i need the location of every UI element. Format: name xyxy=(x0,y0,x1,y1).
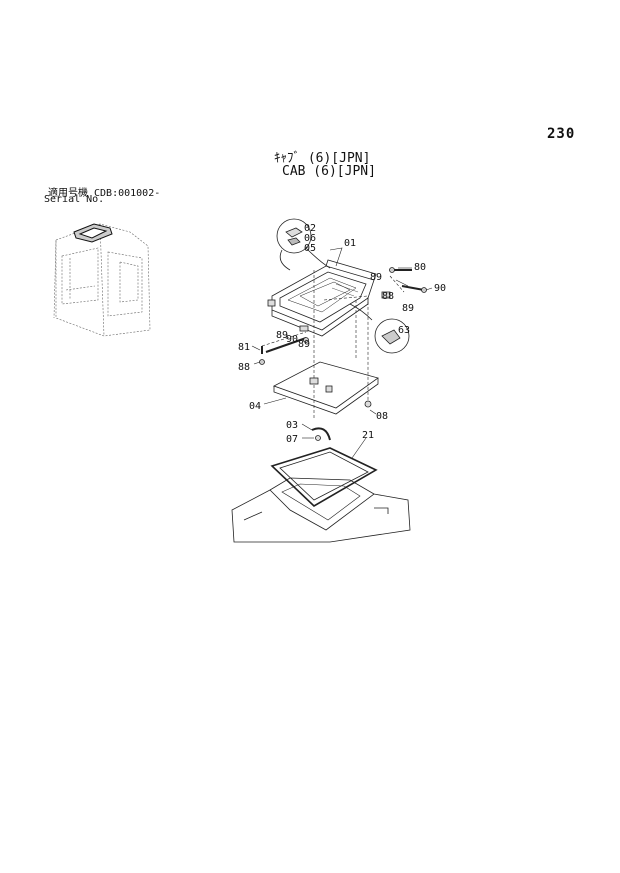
cab-roof-body xyxy=(231,477,411,543)
part-label-06: 06 xyxy=(304,233,316,244)
title-english: CAB (6)[JPN] xyxy=(282,164,376,179)
part-label-89-right-b: 89 xyxy=(402,303,414,314)
roof-hatch-frame xyxy=(267,259,391,337)
part-label-81: 81 xyxy=(238,342,250,353)
overview-cab-illustration xyxy=(53,223,151,337)
part-label-89-left-b: 89 xyxy=(298,339,310,350)
part-label-89-left-a: 89 xyxy=(276,330,288,341)
part-label-63: 63 xyxy=(398,325,410,336)
part-label-80: 80 xyxy=(414,262,426,273)
part-label-88-left: 88 xyxy=(238,362,250,373)
serial-label-japanese: 適用号機 CDB:001002- xyxy=(48,188,161,199)
part-label-90-left: 90 xyxy=(286,334,298,345)
part-label-08: 08 xyxy=(376,411,388,422)
hatch-inner-plate xyxy=(273,361,379,415)
serial-label-english: Serial No. xyxy=(44,194,105,205)
part-label-04: 04 xyxy=(249,401,261,412)
part-label-07: 07 xyxy=(286,434,298,445)
part-label-89-right-a: 89 xyxy=(370,272,382,283)
gas-strut-left xyxy=(259,337,309,365)
overview-hatch-highlight xyxy=(73,223,113,243)
detail-circle-latch xyxy=(374,318,410,354)
part-label-03: 03 xyxy=(286,420,298,431)
part-label-88-right: 88 xyxy=(382,291,394,302)
part-label-02: 02 xyxy=(304,223,316,234)
gas-strut-right xyxy=(389,267,427,293)
hatch-seal xyxy=(270,447,378,507)
page-number: 230 xyxy=(547,126,576,142)
part-label-21: 21 xyxy=(362,430,374,441)
detail-circle-hinge xyxy=(276,218,312,254)
title-japanese: ｷｬﾌﾞ (6)[JPN] xyxy=(274,151,371,166)
part-label-01: 01 xyxy=(344,238,356,249)
part-label-05: 05 xyxy=(304,243,316,254)
part-label-90-right: 90 xyxy=(434,283,446,294)
